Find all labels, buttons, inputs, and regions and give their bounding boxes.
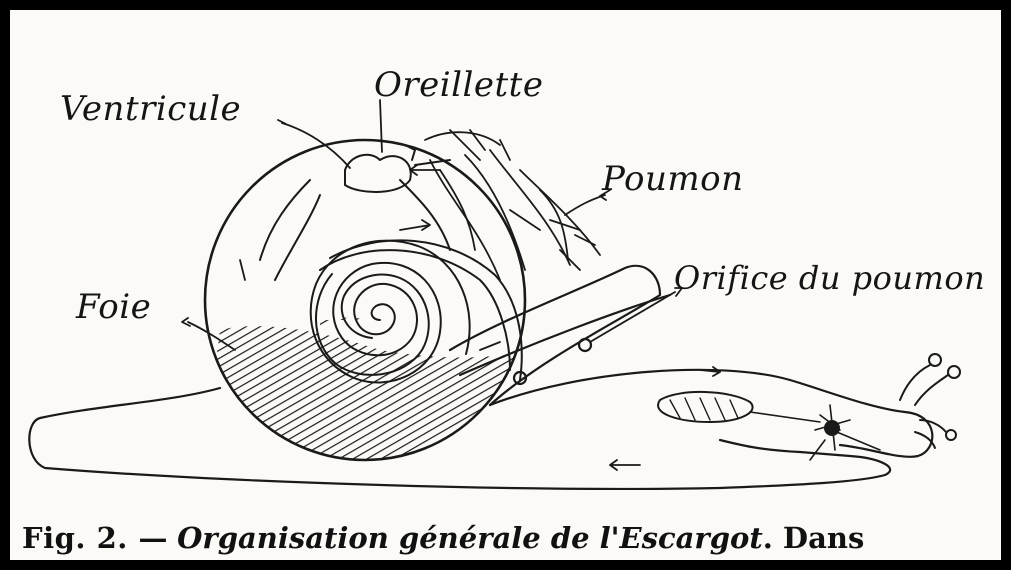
nerve-ganglion <box>750 405 880 460</box>
leader-poumon <box>565 195 605 215</box>
leader-ventricule <box>282 123 350 168</box>
caption-tail: . Dans <box>763 521 865 555</box>
lung-orifice <box>579 339 591 351</box>
label-orifice: Orifice du poumon <box>674 262 985 294</box>
lung-vessels <box>425 130 600 280</box>
figure-caption: Fig. 2. — Organisation générale de l'Esc… <box>22 524 864 553</box>
label-poumon: Poumon <box>602 162 743 196</box>
label-foie: Foie <box>76 290 151 324</box>
heart <box>260 145 450 280</box>
caption-figure-number: Fig. 2. — <box>22 521 168 555</box>
liver-hatching <box>200 318 540 481</box>
caption-title: Organisation générale de l'Escargot <box>177 521 763 555</box>
label-oreillette: Oreillette <box>374 68 543 102</box>
leader-oreillette <box>380 100 382 152</box>
tentacles <box>900 354 960 448</box>
label-ventricule: Ventricule <box>60 92 241 126</box>
